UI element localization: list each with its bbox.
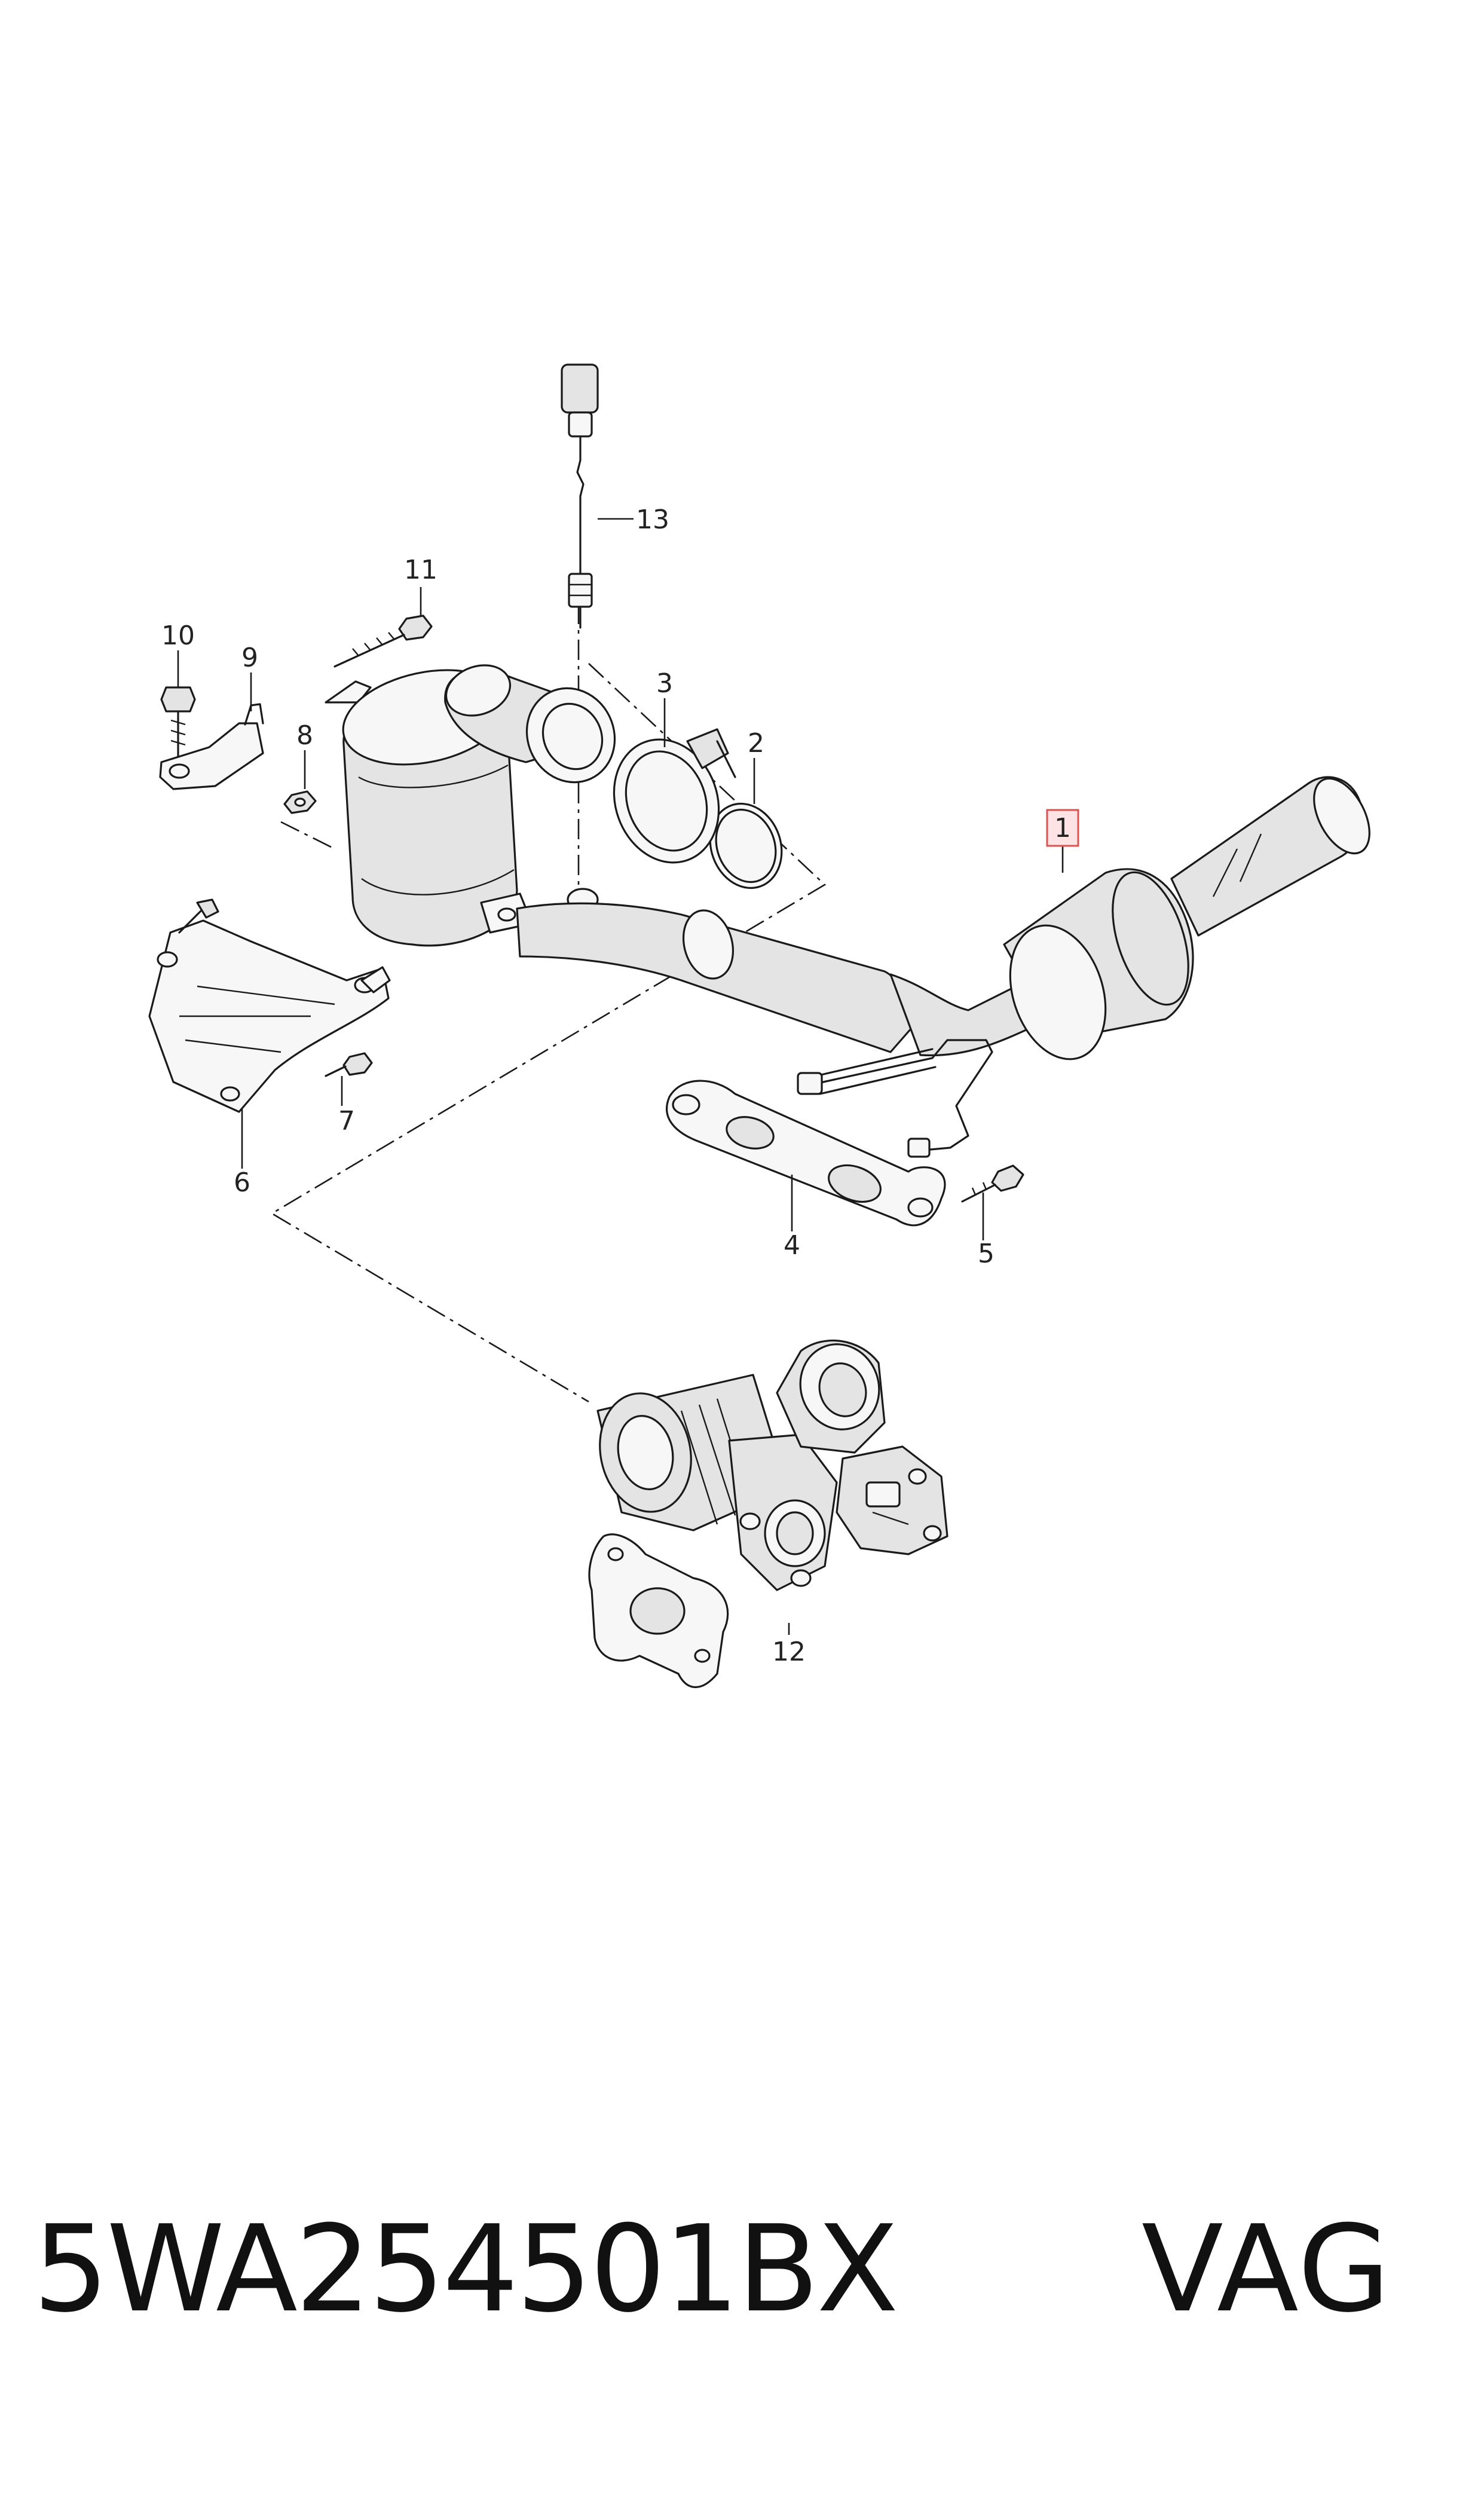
exhaust-parts-diagram: 1 2 3 4 5 6 7 8 9 10 11 12 13	[148, 363, 1381, 1689]
heat-shield-part-6[interactable]	[148, 898, 391, 1113]
callout-9: 9	[241, 643, 258, 673]
callout-5: 5	[978, 1239, 995, 1269]
callout-12: 12	[772, 1637, 806, 1667]
callout-7: 7	[338, 1106, 355, 1136]
bolt-part-7[interactable]	[325, 1052, 373, 1077]
bolt-part-5[interactable]	[961, 1164, 1024, 1203]
seal-ring-part-2[interactable]	[699, 794, 793, 898]
callout-13: 13	[636, 505, 669, 535]
particulate-filter-body[interactable]	[325, 656, 630, 947]
bracket-part-9[interactable]	[159, 703, 264, 790]
intermediate-pipe[interactable]	[516, 902, 1044, 1057]
temperature-sensor-part-13[interactable]	[561, 363, 599, 629]
gasket-part-4[interactable]	[666, 1080, 946, 1227]
callout-4: 4	[784, 1230, 800, 1261]
callout-8: 8	[296, 720, 313, 751]
clamp-part-3[interactable]	[597, 724, 736, 877]
catalytic-converter-part-1[interactable]	[994, 769, 1381, 1071]
callout-labels: 1 2 3 4 5 6 7 8 9 10 11 12 13	[161, 505, 1079, 1667]
part-number: 5WA254501BX	[33, 2200, 899, 2339]
nut-part-8[interactable]	[283, 790, 317, 814]
bolt-part-10[interactable]	[160, 686, 196, 757]
callout-1-highlight	[1046, 809, 1079, 847]
callout-6: 6	[234, 1167, 250, 1198]
leader-lines	[177, 518, 1064, 1635]
callout-2: 2	[748, 728, 764, 759]
callout-1: 1	[1054, 813, 1071, 843]
pressure-pipe[interactable]	[797, 1039, 993, 1158]
callout-3: 3	[656, 668, 673, 699]
callout-10: 10	[161, 620, 195, 651]
brand-name: VAG	[1142, 2200, 1392, 2339]
callout-11: 11	[404, 555, 437, 585]
footer: 5WA254501BX VAG	[33, 2200, 1455, 2355]
bolt-part-11[interactable]	[333, 615, 433, 668]
turbocharger-part-12[interactable]	[588, 1333, 948, 1689]
